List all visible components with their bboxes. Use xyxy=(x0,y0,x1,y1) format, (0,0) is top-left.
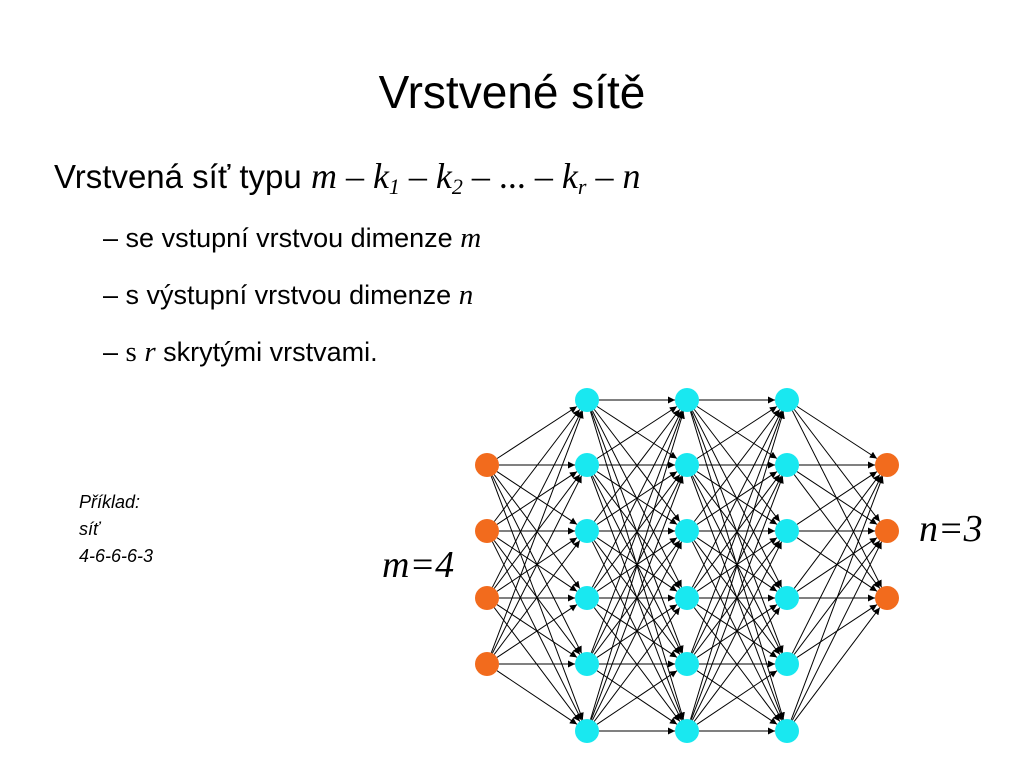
hidden1-node-3 xyxy=(575,519,599,543)
network-nodes xyxy=(475,388,899,743)
output-node-2 xyxy=(875,519,899,543)
bullet-input-layer: – se vstupní vrstvou dimenze m xyxy=(103,222,482,254)
edge-l2-5-1 xyxy=(690,476,784,720)
hidden1-node-4 xyxy=(575,586,599,610)
main-definition: Vrstvená síť typu m – k1 – k2 – ... – kr… xyxy=(54,152,640,201)
hidden2-node-4 xyxy=(675,586,699,610)
edge-l1-5-3 xyxy=(593,607,681,722)
edge-l2-5-3 xyxy=(693,607,781,722)
edge-l0-0-0 xyxy=(496,406,578,459)
formula: m – k1 – k2 – ... – kr – n xyxy=(310,156,641,199)
edge-l1-3-0 xyxy=(591,410,683,588)
input-node-1 xyxy=(475,453,499,477)
edge-l2-5-2 xyxy=(691,541,783,721)
edge-l3-0-2 xyxy=(791,410,883,588)
edge-l0-3-0 xyxy=(490,411,584,653)
edge-l1-5-4 xyxy=(596,670,678,725)
bullet-hidden-layers: – s r skrytými vrstvami. xyxy=(103,336,378,368)
hidden2-node-2 xyxy=(675,453,699,477)
hidden2-node-1 xyxy=(675,388,699,412)
example-line: síť xyxy=(79,519,100,539)
input-node-2 xyxy=(475,519,499,543)
output-node-3 xyxy=(875,586,899,610)
hidden3-node-4 xyxy=(775,586,799,610)
slide-title: Vrstvené sítě xyxy=(378,66,646,118)
hidden1-node-2 xyxy=(575,453,599,477)
edge-l0-3-2 xyxy=(493,540,581,655)
hidden2-node-3 xyxy=(675,519,699,543)
edge-l1-5-0 xyxy=(590,411,685,720)
output-node-1 xyxy=(875,453,899,477)
hidden3-node-3 xyxy=(775,519,799,543)
edge-l0-3-5 xyxy=(496,670,578,725)
edge-l3-0-0 xyxy=(796,406,878,459)
edge-l3-2-0 xyxy=(796,471,878,525)
edge-l0-3-3 xyxy=(496,604,578,658)
hidden3-node-1 xyxy=(775,388,799,412)
edge-l1-5-2 xyxy=(591,541,683,721)
hidden2-node-6 xyxy=(675,719,699,743)
edge-l1-4-0 xyxy=(590,411,684,653)
edge-l2-3-0 xyxy=(691,410,783,588)
input-node-4 xyxy=(475,652,499,676)
input-node-3 xyxy=(475,586,499,610)
hidden1-node-6 xyxy=(575,719,599,743)
edge-l2-2-0 xyxy=(693,409,781,522)
edge-l0-1-0 xyxy=(493,409,581,522)
edge-l3-5-2 xyxy=(793,607,881,722)
hidden3-node-5 xyxy=(775,652,799,676)
network-edges xyxy=(490,396,884,735)
hidden2-node-5 xyxy=(675,652,699,676)
hidden1-node-5 xyxy=(575,652,599,676)
edge-l3-4-0 xyxy=(791,475,883,654)
bullet-output-layer: – s výstupní vrstvou dimenze n xyxy=(103,279,474,311)
edge-l0-3-1 xyxy=(491,475,583,654)
edge-l2-5-0 xyxy=(690,411,785,720)
hidden3-node-6 xyxy=(775,719,799,743)
example-heading: Příklad: xyxy=(79,492,141,512)
definition-text: Vrstvená síť typu xyxy=(54,158,302,195)
edge-l3-3-0 xyxy=(793,474,881,589)
edge-l1-2-0 xyxy=(593,409,681,522)
edge-l1-5-1 xyxy=(590,476,684,720)
edge-l1-1-0 xyxy=(596,406,678,459)
example-note: Příklad: síť 4-6-6-6-3 xyxy=(79,489,153,570)
hidden3-node-2 xyxy=(775,453,799,477)
edge-l2-5-4 xyxy=(696,670,778,725)
edge-l3-5-0 xyxy=(790,476,884,720)
edge-l2-4-0 xyxy=(690,411,784,653)
edge-l2-1-0 xyxy=(696,406,778,459)
edge-l0-2-0 xyxy=(491,410,583,588)
hidden1-node-1 xyxy=(575,388,599,412)
example-topology: 4-6-6-6-3 xyxy=(79,546,154,566)
input-dimension-label: m=4 xyxy=(382,544,455,586)
edge-l3-5-1 xyxy=(791,541,883,721)
output-dimension-label: n=3 xyxy=(919,508,983,550)
